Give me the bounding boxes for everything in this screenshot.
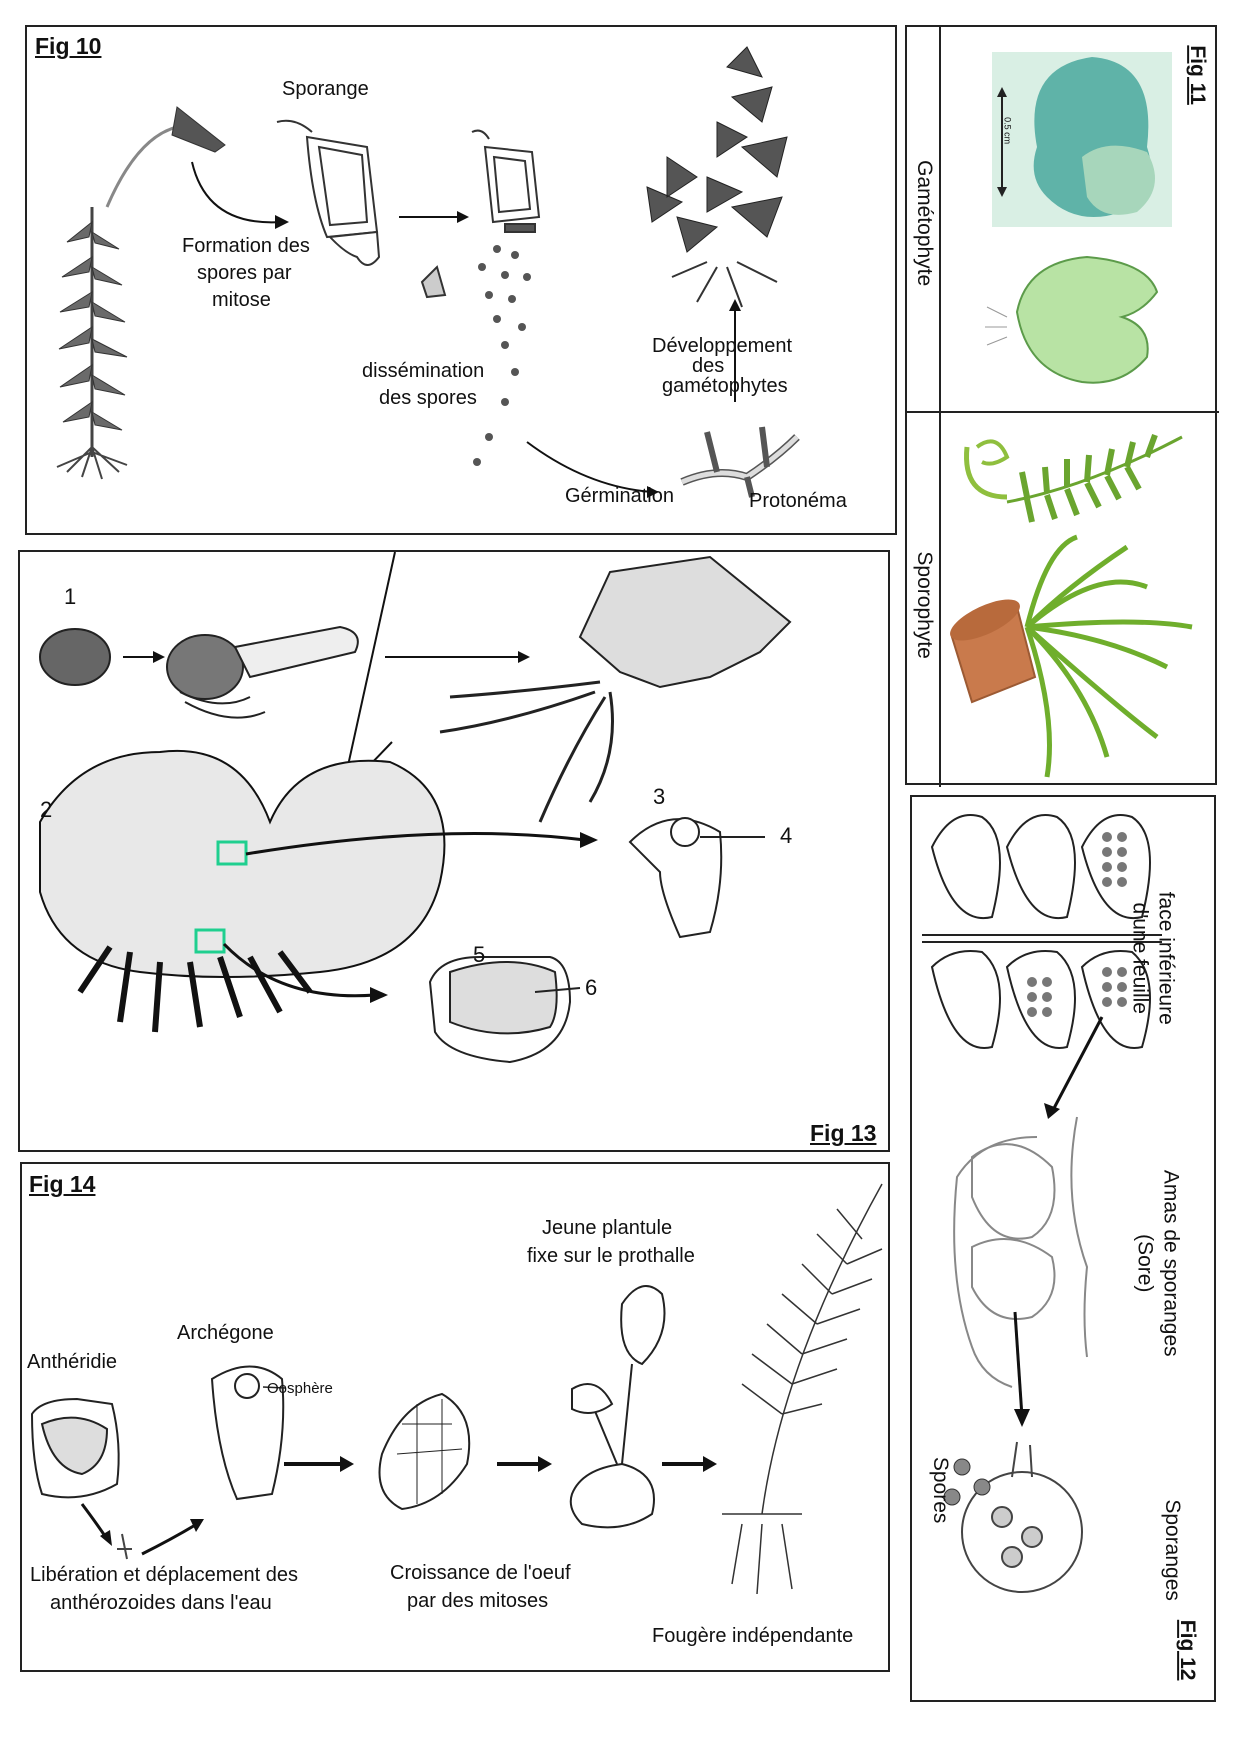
- amas-line-1: Amas de sporanges: [1159, 1169, 1183, 1357]
- label-croissance-2: par des mitoses: [407, 1590, 549, 1612]
- label-sporange: Sporange: [282, 78, 369, 100]
- label-developpement-2: des: [692, 355, 725, 377]
- label-formation-2: spores par: [197, 262, 292, 284]
- label-2: 2: [40, 797, 53, 822]
- label-jeune-2: fixe sur le prothalle: [527, 1245, 695, 1267]
- gametophyte-moss-illustration: [646, 46, 788, 308]
- fig11-panel: Gamétophyte Sporophyte Fig 11: [905, 25, 1219, 787]
- sporange-open-illustration: [420, 129, 541, 299]
- label-liberation-2: anthérozoides dans l'eau: [50, 1592, 272, 1614]
- fig12-panel: face inférieure d'une feuille Amas de sp…: [910, 795, 1216, 1702]
- prothallus-drawing: [985, 255, 1159, 384]
- zygote-illustration: [378, 1392, 471, 1511]
- archegonium-illustration: [628, 817, 765, 939]
- label-6: 6: [585, 975, 598, 1000]
- young-prothallus-illustration: [439, 555, 792, 823]
- label-archegone: Archégone: [177, 1322, 274, 1344]
- fig14-drawing: [30, 1183, 883, 1595]
- face-line-2: d'une feuille: [1128, 902, 1151, 1014]
- spores-illustration: [473, 245, 531, 466]
- label-1: 1: [64, 584, 77, 609]
- scale-label: 0.5 cm: [1002, 117, 1013, 145]
- fig11-illustrations: [950, 52, 1193, 778]
- fig12-drawing: [922, 814, 1162, 1593]
- label-dissemination-2: des spores: [379, 387, 477, 409]
- fig10-panel: Fig 10: [25, 25, 897, 535]
- label-spores: Spores: [929, 1456, 953, 1524]
- label-formation-3: mitose: [212, 289, 271, 311]
- germinating-spore-illustration: [166, 625, 359, 719]
- label-4: 4: [780, 823, 793, 848]
- label-developpement-3: gamétophytes: [662, 375, 788, 397]
- label-formation-1: Formation des: [182, 235, 310, 257]
- sporange-large-illustration: [276, 119, 381, 266]
- label-oosphere: Oosphère: [267, 1380, 333, 1397]
- fig10-drawing: [56, 46, 800, 498]
- sporophyte-young-frond: [964, 433, 1183, 523]
- prothallus-photo: [992, 52, 1172, 227]
- sorus-illustration: [953, 1116, 1089, 1388]
- antheridium-illustration: [30, 1397, 120, 1499]
- label-croissance-1: Croissance de l'oeuf: [390, 1562, 571, 1584]
- fig11-frame: [907, 27, 1219, 787]
- label-liberation-1: Libération et déplacement des: [30, 1564, 298, 1586]
- fig14-title: Fig 14: [29, 1171, 96, 1197]
- protonema-illustration: [680, 426, 800, 498]
- sporangium-illustration: [961, 1441, 1083, 1593]
- label-3: 3: [653, 784, 666, 809]
- young-plantlet-illustration: [569, 1285, 666, 1529]
- mature-prothallus-illustration: [39, 749, 446, 1033]
- fig13-drawing: [39, 551, 792, 1064]
- label-developpement-1: Développement: [652, 335, 793, 357]
- label-jeune-1: Jeune plantule: [542, 1217, 673, 1239]
- face-line-1: face inférieure: [1154, 891, 1178, 1025]
- label-amas: Amas de sporanges (Sore): [1131, 1168, 1184, 1358]
- fig12-title: Fig 12: [1176, 1619, 1200, 1681]
- archegonium-illustration: [210, 1365, 285, 1501]
- label-fougere: Fougère indépendante: [652, 1625, 854, 1647]
- leaflets-illustration: [922, 814, 1162, 1049]
- fig14-panel: Fig 14: [20, 1162, 890, 1672]
- fig13-panel: 1 2 3 4 5 6 Fig 13: [18, 550, 890, 1152]
- label-protonema: Protonéma: [749, 490, 847, 512]
- label-face-inferieure: face inférieure d'une feuille: [1126, 858, 1179, 1058]
- fig10-title: Fig 10: [35, 33, 102, 59]
- spore-illustration: [39, 628, 111, 686]
- amas-line-2: (Sore): [1133, 1234, 1156, 1293]
- label-germination: Gérmination: [565, 485, 674, 507]
- label-sporanges: Sporanges: [1161, 1499, 1185, 1601]
- label-antheridie: Anthéridie: [27, 1351, 118, 1373]
- antheridium-illustration: [428, 956, 581, 1064]
- fig13-title: Fig 13: [810, 1120, 877, 1146]
- mature-fern-illustration: [722, 1183, 883, 1595]
- spores-illustration: [943, 1458, 991, 1506]
- potted-fern-illustration: [950, 534, 1193, 778]
- moss-plant-illustration: [56, 106, 226, 480]
- label-5: 5: [473, 942, 486, 967]
- label-dissemination-1: dissémination: [362, 360, 485, 382]
